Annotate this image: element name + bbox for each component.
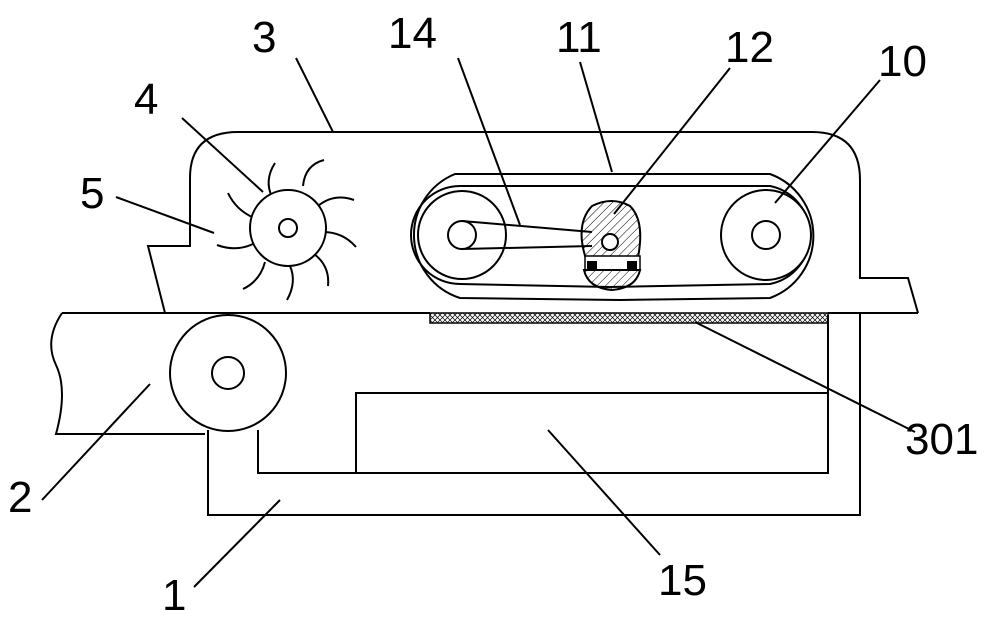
reference-labels: 3 4 5 14 11 12 10 301 15 2 1 bbox=[8, 9, 978, 618]
link-rod bbox=[461, 220, 593, 250]
leader-lines bbox=[41, 57, 916, 588]
input-conveyor bbox=[50, 312, 430, 435]
collection-box bbox=[355, 392, 828, 473]
label-brush-roller: 4 bbox=[134, 75, 158, 124]
label-belt: 11 bbox=[556, 13, 602, 62]
label-housing: 3 bbox=[252, 13, 276, 62]
right-pulley bbox=[720, 189, 812, 281]
label-link-rod: 14 bbox=[388, 9, 437, 58]
label-right-pulley: 10 bbox=[878, 37, 927, 86]
label-input-conveyor: 2 bbox=[8, 473, 32, 522]
label-frame: 1 bbox=[162, 571, 186, 618]
frame bbox=[207, 313, 861, 516]
belt-assembly bbox=[410, 173, 815, 302]
left-pulley bbox=[417, 190, 507, 280]
screen-mesh bbox=[429, 312, 829, 324]
label-cam: 12 bbox=[725, 23, 774, 72]
label-screen-mesh: 301 bbox=[905, 415, 978, 464]
label-brush-blade: 5 bbox=[80, 169, 104, 218]
label-collection-box: 15 bbox=[658, 556, 707, 605]
conveyor-roller bbox=[169, 314, 287, 432]
cam bbox=[580, 200, 642, 292]
right-pulley-axle bbox=[751, 220, 781, 250]
brush-roller bbox=[216, 159, 357, 301]
conveyor-roller-axle bbox=[211, 356, 245, 390]
